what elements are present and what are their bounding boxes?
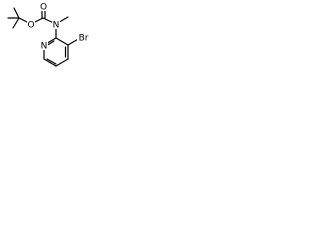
bonds <box>7 7 81 67</box>
atom-labels: O O N N Br <box>27 1 90 52</box>
bond-ring-c5-c4 <box>55 58 69 67</box>
atom-nitrogen-pyridine: N <box>41 42 48 52</box>
bond-tbu-methyl-top <box>13 7 20 19</box>
bond-ring-c3-c2 <box>55 37 69 46</box>
bond-ring-c6-c5-inner <box>46 58 57 65</box>
bond-ring-c6-c5 <box>43 58 57 67</box>
atom-oxygen-carbonyl: O <box>40 3 47 13</box>
bond-tbu-methyl-bottom <box>12 17 20 29</box>
chemical-structure: O O N N Br <box>7 1 90 67</box>
atom-bromine: Br <box>79 34 89 44</box>
atom-nitrogen-carbamate: N <box>53 21 60 31</box>
atom-oxygen-ester: O <box>27 21 34 31</box>
